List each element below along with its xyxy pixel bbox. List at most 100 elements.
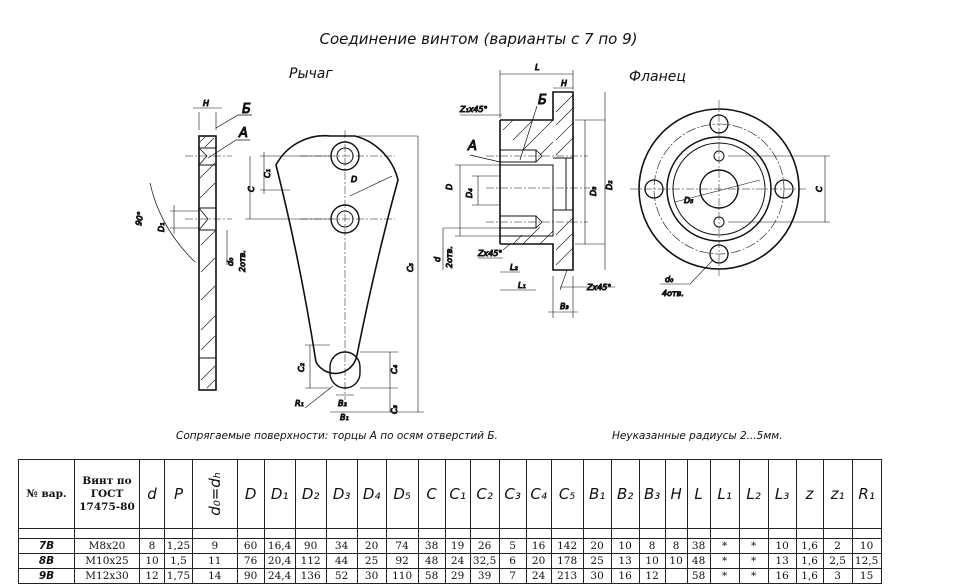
table-cell bbox=[550, 528, 584, 539]
header-col: C₅ bbox=[550, 459, 584, 529]
page-title: Соединение винтом (варианты с 7 по 9) bbox=[319, 30, 638, 48]
table-cell: * bbox=[709, 553, 740, 569]
dim-2holes-flange: 2отв. bbox=[445, 246, 454, 268]
table-cell: 10 bbox=[767, 538, 797, 554]
table-cell bbox=[795, 528, 824, 539]
table-cell bbox=[192, 528, 238, 539]
table-cell: 58 bbox=[686, 568, 711, 584]
table-cell: M8x20 bbox=[74, 538, 140, 554]
spec-table: № вар. Винт по ГОСТ 17475-80 d P d₀=dₕ D… bbox=[18, 459, 882, 584]
header-var: № вар. bbox=[18, 459, 75, 529]
table-cell: 92 bbox=[385, 553, 419, 569]
header-col: B₃ bbox=[638, 459, 666, 529]
table-cell: 10 bbox=[851, 538, 882, 554]
table-cell: 25 bbox=[356, 553, 387, 569]
table-cell: 74 bbox=[385, 538, 419, 554]
table-cell: 24 bbox=[525, 568, 552, 584]
dim-D3: D₃ bbox=[589, 187, 598, 196]
table-cell: 9В bbox=[18, 568, 75, 584]
table-cell: * bbox=[709, 568, 740, 584]
dim-B1: B₁ bbox=[340, 413, 349, 422]
table-cell bbox=[385, 528, 419, 539]
table-cell: 7В bbox=[18, 538, 75, 554]
dim-C4: C₄ bbox=[390, 364, 399, 374]
table-cell bbox=[664, 568, 688, 584]
table-cell bbox=[582, 528, 612, 539]
dim-H-flange: H bbox=[561, 79, 567, 88]
table-cell: 15 bbox=[851, 568, 882, 584]
table-cell: 1,6 bbox=[795, 553, 824, 569]
table-cell: 19 bbox=[444, 538, 471, 554]
header-col: z bbox=[795, 459, 824, 529]
table-cell bbox=[664, 528, 688, 539]
table-cell: 20 bbox=[582, 538, 612, 554]
header-col: L₁ bbox=[709, 459, 740, 529]
table-cell: 16,4 bbox=[263, 538, 296, 554]
dim-L: L bbox=[535, 63, 539, 72]
dim-D5: D₅ bbox=[684, 196, 693, 205]
table-cell: 1,6 bbox=[795, 538, 824, 554]
table-cell: * bbox=[738, 538, 769, 554]
label-B-flange: Б bbox=[538, 93, 547, 108]
table-cell: 136 bbox=[294, 568, 327, 584]
header-col: D₁ bbox=[263, 459, 296, 529]
table-cell: 38 bbox=[686, 538, 711, 554]
table-cell: * bbox=[738, 553, 769, 569]
table-cell: 2,5 bbox=[822, 553, 853, 569]
table-cell: 24 bbox=[444, 553, 471, 569]
header-col: D₅ bbox=[385, 459, 419, 529]
header-col: L₃ bbox=[767, 459, 797, 529]
table-cell: * bbox=[709, 538, 740, 554]
dim-D2: D₂ bbox=[605, 180, 614, 190]
table-cell: 1,25 bbox=[164, 538, 193, 554]
header-col: C₁ bbox=[444, 459, 471, 529]
table-cell bbox=[74, 528, 140, 539]
table-cell: 8В bbox=[18, 553, 75, 569]
table-cell: 76 bbox=[236, 553, 265, 569]
dim-H: H bbox=[203, 99, 209, 108]
header-col: H bbox=[664, 459, 688, 529]
table-cell: 90 bbox=[294, 538, 327, 554]
table-cell: 32,5 bbox=[469, 553, 500, 569]
header-col: z₁ bbox=[822, 459, 853, 529]
header-col: D₄ bbox=[356, 459, 387, 529]
table-cell bbox=[822, 528, 853, 539]
dim-D1: D₁ bbox=[157, 223, 166, 232]
dim-angle: 90° bbox=[134, 211, 145, 227]
lever-side-view: H 90° D₁ d₀ 2отв. bbox=[134, 99, 252, 391]
table-cell bbox=[767, 528, 797, 539]
table-cell: 16 bbox=[525, 538, 552, 554]
table-cell: 10 bbox=[638, 553, 666, 569]
table-cell bbox=[498, 528, 527, 539]
header-col: C₂ bbox=[469, 459, 500, 529]
table-cell bbox=[525, 528, 552, 539]
table-cell: 142 bbox=[550, 538, 584, 554]
table-cell: 24,4 bbox=[263, 568, 296, 584]
dim-C-flange: C bbox=[815, 186, 824, 192]
dim-B3: B₃ bbox=[560, 302, 569, 311]
dim-C2: C₂ bbox=[297, 362, 306, 372]
header-col: C₃ bbox=[498, 459, 527, 529]
dim-zx45b: Zx45° bbox=[586, 283, 611, 292]
table-header-row: № вар. Винт по ГОСТ 17475-80 d P d₀=dₕ D… bbox=[18, 459, 882, 529]
table-cell: 7 bbox=[498, 568, 527, 584]
table-cell bbox=[444, 528, 471, 539]
header-col: d₀=dₕ bbox=[192, 459, 238, 529]
table-cell bbox=[469, 528, 500, 539]
table-cell bbox=[709, 528, 740, 539]
header-screw: Винт по ГОСТ 17475-80 bbox=[74, 459, 140, 529]
table-cell: 29 bbox=[444, 568, 471, 584]
table-cell: 60 bbox=[236, 538, 265, 554]
label-B: Б bbox=[242, 102, 251, 117]
table-cell: 14 bbox=[192, 568, 238, 584]
flange-section: L H D₃ D₂ D D₄ d 2отв. Z₁x45° Zx45° L₂ bbox=[433, 63, 615, 318]
table-cell: 10 bbox=[610, 538, 640, 554]
table-cell: 10 bbox=[664, 553, 688, 569]
header-col: R₁ bbox=[851, 459, 882, 529]
table-cell: 48 bbox=[417, 553, 446, 569]
dim-D4: D₄ bbox=[465, 188, 474, 198]
dim-2holes: 2отв. bbox=[238, 250, 247, 272]
table-cell: 30 bbox=[356, 568, 387, 584]
